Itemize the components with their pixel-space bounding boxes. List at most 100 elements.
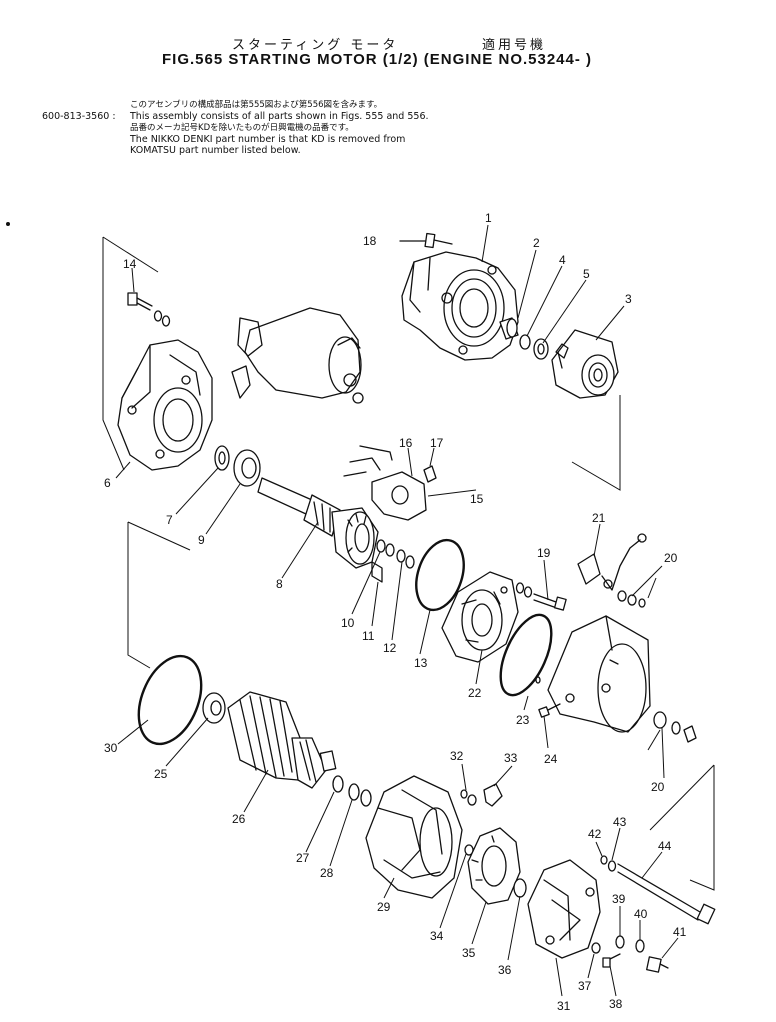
callout-20-upper: 20 bbox=[664, 551, 678, 565]
collar-part-5 bbox=[533, 338, 549, 360]
lever-assembly-part-15 bbox=[343, 445, 427, 521]
washer-part-40 bbox=[635, 939, 645, 953]
screw-part-24 bbox=[538, 703, 561, 718]
lead-wire-part-21 bbox=[577, 533, 647, 591]
nut-part-32 bbox=[460, 789, 477, 806]
washer-part-7 bbox=[214, 445, 230, 471]
magnetic-switch-assembly bbox=[231, 307, 364, 404]
pin-part bbox=[535, 676, 541, 684]
washer-part-42 bbox=[600, 855, 608, 865]
callout-18: 18 bbox=[363, 234, 377, 248]
screw-part-38 bbox=[602, 953, 621, 968]
callout-11: 11 bbox=[362, 629, 375, 643]
callout-22: 22 bbox=[468, 686, 482, 700]
callout-8: 8 bbox=[276, 577, 283, 591]
packing-part-11 bbox=[371, 561, 383, 583]
through-bolt-part-44 bbox=[617, 863, 716, 925]
callout-26: 26 bbox=[232, 812, 246, 826]
callout-3: 3 bbox=[625, 292, 632, 306]
assembly-part-number: 600-813-3560 : bbox=[42, 111, 116, 122]
yoke-assembly bbox=[547, 615, 651, 733]
note-en-line3: KOMATSU part number listed below. bbox=[130, 145, 301, 156]
callout-36: 36 bbox=[498, 963, 512, 977]
washer-part-39 bbox=[615, 935, 625, 949]
callout-13: 13 bbox=[414, 656, 428, 670]
nut-washer-part-20-upper bbox=[617, 590, 646, 608]
callout-25: 25 bbox=[154, 767, 168, 781]
note-en-line1: This assembly consists of all parts show… bbox=[130, 111, 429, 122]
callout-42: 42 bbox=[588, 827, 602, 841]
bearing-part-25 bbox=[202, 692, 226, 724]
note-jp-line2: 品番のメーカ記号KDを除いたものが日興電機の品番です。 bbox=[130, 123, 354, 133]
callout-29: 29 bbox=[377, 900, 391, 914]
note-en-line2: The NIKKO DENKI part number is that KD i… bbox=[130, 134, 406, 145]
callout-9: 9 bbox=[198, 533, 205, 547]
callout-44: 44 bbox=[658, 839, 672, 853]
callout-39: 39 bbox=[612, 892, 626, 906]
spring-part-17 bbox=[423, 465, 437, 483]
bearing-part-9 bbox=[233, 449, 261, 487]
nut-washer-part-20-lower bbox=[653, 711, 697, 743]
callout-41: 41 bbox=[673, 925, 687, 939]
figure-title: FIG.565 STARTING MOTOR (1/2) (ENGINE NO.… bbox=[162, 51, 593, 68]
bolt-part-14 bbox=[127, 292, 171, 327]
japanese-title: スターティング モータ bbox=[232, 38, 399, 53]
callout-16: 16 bbox=[399, 436, 413, 450]
callout-27: 27 bbox=[296, 851, 310, 865]
callout-5: 5 bbox=[583, 267, 590, 281]
callout-2: 2 bbox=[533, 236, 540, 250]
callout-31: 31 bbox=[557, 999, 571, 1013]
callout-43: 43 bbox=[613, 815, 627, 829]
bolt-part-41 bbox=[646, 956, 669, 973]
callout-19: 19 bbox=[537, 546, 551, 560]
washer-part-43 bbox=[607, 860, 617, 872]
callout-1: 1 bbox=[485, 211, 492, 225]
field-coil-part-29 bbox=[365, 775, 463, 899]
callout-14: 14 bbox=[123, 257, 137, 271]
callout-38: 38 bbox=[609, 997, 623, 1011]
pinion-clutch-part-3 bbox=[551, 329, 619, 399]
callout-17: 17 bbox=[430, 436, 444, 450]
callout-34: 34 bbox=[430, 929, 444, 943]
washer-part-10 bbox=[376, 539, 395, 557]
bushing-part-2 bbox=[499, 317, 519, 340]
callout-7: 7 bbox=[166, 513, 173, 527]
bolt-part-18 bbox=[399, 232, 453, 249]
leader-lines bbox=[115, 224, 679, 997]
washer-part-28 bbox=[348, 783, 372, 807]
callout-10: 10 bbox=[341, 616, 355, 630]
front-housing-part-1 bbox=[401, 251, 519, 361]
terminal-part-33 bbox=[483, 783, 503, 807]
bolt-part-19 bbox=[515, 582, 567, 611]
scan-dot bbox=[6, 222, 10, 226]
callout-6: 6 bbox=[104, 476, 111, 490]
o-ring-part-13 bbox=[415, 538, 465, 612]
ring-part-4 bbox=[519, 334, 531, 350]
callout-4: 4 bbox=[559, 253, 566, 267]
callout-12: 12 bbox=[383, 641, 397, 655]
gasket-part-23 bbox=[499, 613, 553, 697]
rear-cover-part-31 bbox=[527, 859, 601, 959]
gear-housing-part-6 bbox=[117, 339, 213, 471]
o-ring-part-30 bbox=[137, 654, 203, 746]
callout-28: 28 bbox=[320, 866, 334, 880]
callout-33: 33 bbox=[504, 751, 518, 765]
armature-part-26 bbox=[227, 691, 337, 789]
group-bracket-lines bbox=[102, 236, 715, 891]
callout-30: 30 bbox=[104, 741, 118, 755]
callout-24: 24 bbox=[544, 752, 558, 766]
brush-holder-part-35 bbox=[467, 827, 521, 905]
callout-20-lower: 20 bbox=[651, 780, 665, 794]
japanese-applicable-serial: 適用号機 bbox=[482, 38, 547, 53]
callout-35: 35 bbox=[462, 946, 476, 960]
washer-part-12 bbox=[396, 549, 415, 569]
washer-part-37 bbox=[591, 942, 601, 954]
callout-37: 37 bbox=[578, 979, 592, 993]
callout-40: 40 bbox=[634, 907, 648, 921]
callout-21: 21 bbox=[592, 511, 606, 525]
bushing-part-36 bbox=[513, 878, 527, 898]
callout-15: 15 bbox=[470, 492, 484, 506]
callout-numbers: 1 2 3 4 5 6 7 8 9 10 11 12 13 14 15 16 1… bbox=[104, 211, 687, 1013]
